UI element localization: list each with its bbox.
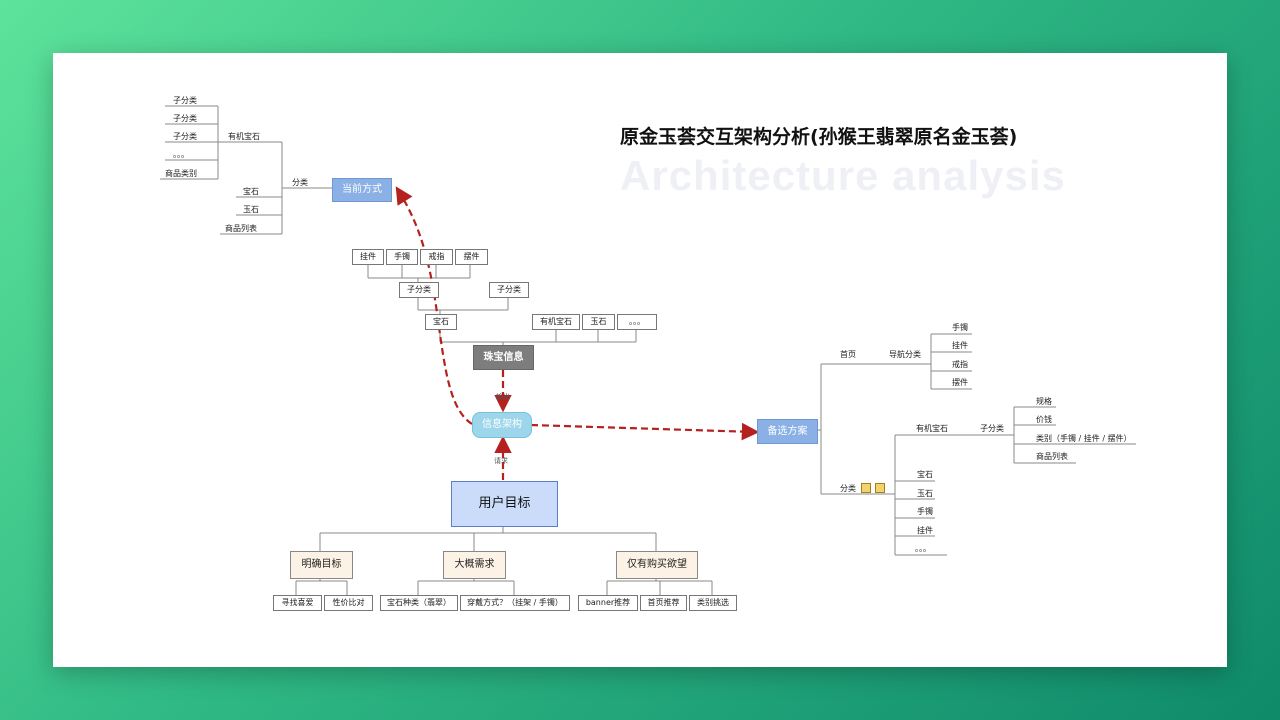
spec-label: 规格: [1036, 397, 1052, 406]
subcat-label: 子分类: [173, 132, 197, 141]
cat-bracelet: 手镯: [917, 507, 933, 516]
product-list-label: 商品列表: [225, 224, 257, 233]
sub-gem-type: 宝石种类（翡翠）: [380, 595, 458, 611]
sub-home-recommend: 首页推荐: [640, 595, 687, 611]
subcat-label: 子分类: [980, 424, 1004, 433]
ornament-box: 摆件: [455, 249, 488, 265]
product-list-label: 商品列表: [1036, 452, 1068, 461]
need-rough-demand[interactable]: 大概需求: [443, 551, 506, 579]
ellipsis-box: 。。。: [617, 314, 657, 330]
category-label: 分类: [840, 484, 856, 493]
current-method-node[interactable]: 当前方式: [332, 178, 392, 202]
subcat-label: 子分类: [173, 114, 197, 123]
subcat-box: 子分类: [489, 282, 529, 298]
nav-item-ornament: 摆件: [952, 378, 968, 387]
nav-category-label: 导航分类: [889, 350, 921, 359]
jewelry-info-node[interactable]: 珠宝信息: [473, 345, 534, 370]
cat-jade: 玉石: [917, 489, 933, 498]
product-category-label: 商品类别: [165, 169, 197, 178]
sub-banner-recommend: banner推荐: [578, 595, 638, 611]
category-label: 分类: [292, 178, 308, 187]
need-clear-goal[interactable]: 明确目标: [290, 551, 353, 579]
gem-label: 宝石: [243, 187, 259, 196]
user-goal-node[interactable]: 用户目标: [451, 481, 558, 527]
ellipsis-label: 。。。: [173, 150, 189, 159]
sub-find-favorite: 寻找喜爱: [273, 595, 322, 611]
request-label: 请求: [494, 457, 508, 465]
organic-gem-box: 有机宝石: [532, 314, 580, 330]
sub-price-compare: 性价比对: [324, 595, 373, 611]
note-icon: [875, 483, 885, 493]
nav-item-ring: 戒指: [952, 360, 968, 369]
organic-gem-label: 有机宝石: [228, 132, 260, 141]
sub-category-pick: 类别挑选: [689, 595, 737, 611]
output-label: 输出: [496, 393, 510, 401]
note-icon: [861, 483, 871, 493]
subcat-label: 子分类: [173, 96, 197, 105]
cat-ellipsis: 。。。: [915, 544, 931, 553]
subcat-box: 子分类: [399, 282, 439, 298]
ring-box: 戒指: [420, 249, 453, 265]
pendant-box: 挂件: [352, 249, 384, 265]
type-label: 类别（手镯 / 挂件 / 摆件）: [1036, 434, 1132, 443]
bracelet-box: 手镯: [386, 249, 418, 265]
need-purchase-desire[interactable]: 仅有购买欲望: [616, 551, 698, 579]
watermark-text: Architecture analysis: [620, 152, 1066, 199]
gem-box: 宝石: [425, 314, 457, 330]
alternative-node[interactable]: 备选方案: [757, 419, 818, 444]
jade-box: 玉石: [582, 314, 615, 330]
cat-gem: 宝石: [917, 470, 933, 479]
price-label: 价钱: [1036, 415, 1052, 424]
jade-label: 玉石: [243, 205, 259, 214]
home-label: 首页: [840, 350, 856, 359]
page-title: 原金玉荟交互架构分析(孙猴王翡翠原名金玉荟): [620, 126, 1018, 148]
nav-item-bracelet: 手镯: [952, 323, 968, 332]
info-architecture-node[interactable]: 信息架构: [472, 412, 532, 438]
cat-pendant: 挂件: [917, 526, 933, 535]
organic-gem-label: 有机宝石: [916, 424, 948, 433]
nav-item-pendant: 挂件: [952, 341, 968, 350]
sub-wear-method: 穿戴方式？（挂架 / 手镯）: [460, 595, 570, 611]
